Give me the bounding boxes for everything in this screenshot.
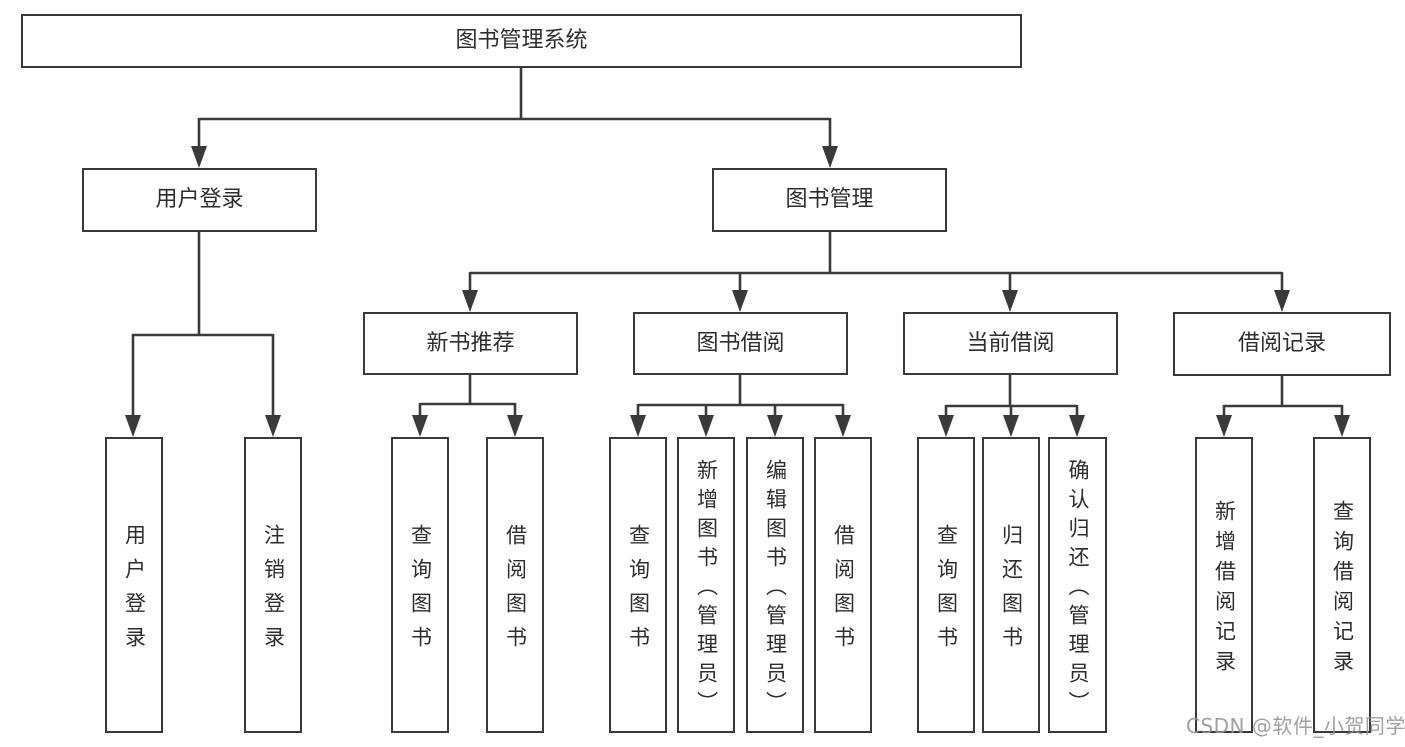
connector-path (131, 68, 1344, 421)
node-leaf-logout: 注销登录 (244, 437, 302, 733)
node-leaf-query-borrow-record-label: 查询借阅记录 (1330, 499, 1355, 680)
node-library-system: 图书管理系统 (21, 14, 1022, 68)
node-book-borrow-label: 图书借阅 (696, 330, 785, 356)
csdn-watermark: CSDN @软件_小贺同学 (1186, 714, 1405, 738)
node-leaf-borrow-book-label: 借阅图书 (831, 523, 856, 660)
node-book-management-label: 图书管理 (785, 187, 874, 212)
node-leaf-query-book-current-label: 查询图书 (934, 523, 959, 660)
node-book-borrow: 图书借阅 (633, 312, 848, 375)
node-user-login-label: 用户登录 (155, 187, 244, 212)
node-user-login: 用户登录 (82, 168, 317, 232)
node-leaf-borrow-book-recommend-label: 借阅图书 (503, 523, 528, 660)
node-leaf-confirm-return-admin-label: 确认归还（管理员） (1066, 458, 1090, 720)
node-leaf-add-borrow-record: 新增借阅记录 (1195, 437, 1253, 733)
node-current-borrow: 当前借阅 (903, 312, 1118, 375)
node-leaf-user-login: 用户登录 (105, 437, 163, 733)
node-leaf-query-book-recommend-label: 查询图书 (408, 523, 433, 660)
node-current-borrow-label: 当前借阅 (966, 330, 1055, 356)
node-leaf-edit-book-admin: 编辑图书（管理员） (746, 437, 804, 733)
node-leaf-borrow-book-recommend: 借阅图书 (486, 437, 544, 733)
node-leaf-add-book-admin-label: 新增图书（管理员） (694, 458, 719, 720)
node-leaf-return-book: 归还图书 (982, 437, 1040, 733)
node-borrow-record: 借阅记录 (1173, 312, 1391, 376)
node-borrow-record-label: 借阅记录 (1237, 331, 1326, 356)
node-new-book-recommend: 新书推荐 (363, 312, 578, 375)
node-leaf-query-book-borrow-label: 查询图书 (626, 523, 651, 660)
node-book-management: 图书管理 (712, 168, 947, 232)
node-leaf-add-borrow-record-label: 新增借阅记录 (1212, 499, 1237, 680)
node-new-book-recommend-label: 新书推荐 (426, 330, 515, 356)
arrowheads (125, 146, 1350, 437)
node-leaf-query-borrow-record: 查询借阅记录 (1313, 437, 1371, 733)
node-leaf-user-login-label: 用户登录 (122, 523, 147, 660)
node-leaf-query-book-borrow: 查询图书 (609, 437, 667, 733)
node-leaf-borrow-book: 借阅图书 (814, 437, 872, 733)
node-leaf-query-book-current: 查询图书 (917, 437, 975, 733)
node-leaf-confirm-return-admin: 确认归还（管理员） (1048, 437, 1107, 733)
node-leaf-add-book-admin: 新增图书（管理员） (677, 437, 735, 733)
node-leaf-logout-label: 注销登录 (261, 523, 286, 660)
node-library-system-label: 图书管理系统 (455, 28, 588, 53)
node-leaf-edit-book-admin-label: 编辑图书（管理员） (763, 458, 788, 720)
node-leaf-query-book-recommend: 查询图书 (391, 437, 449, 733)
node-leaf-return-book-label: 归还图书 (999, 523, 1024, 660)
